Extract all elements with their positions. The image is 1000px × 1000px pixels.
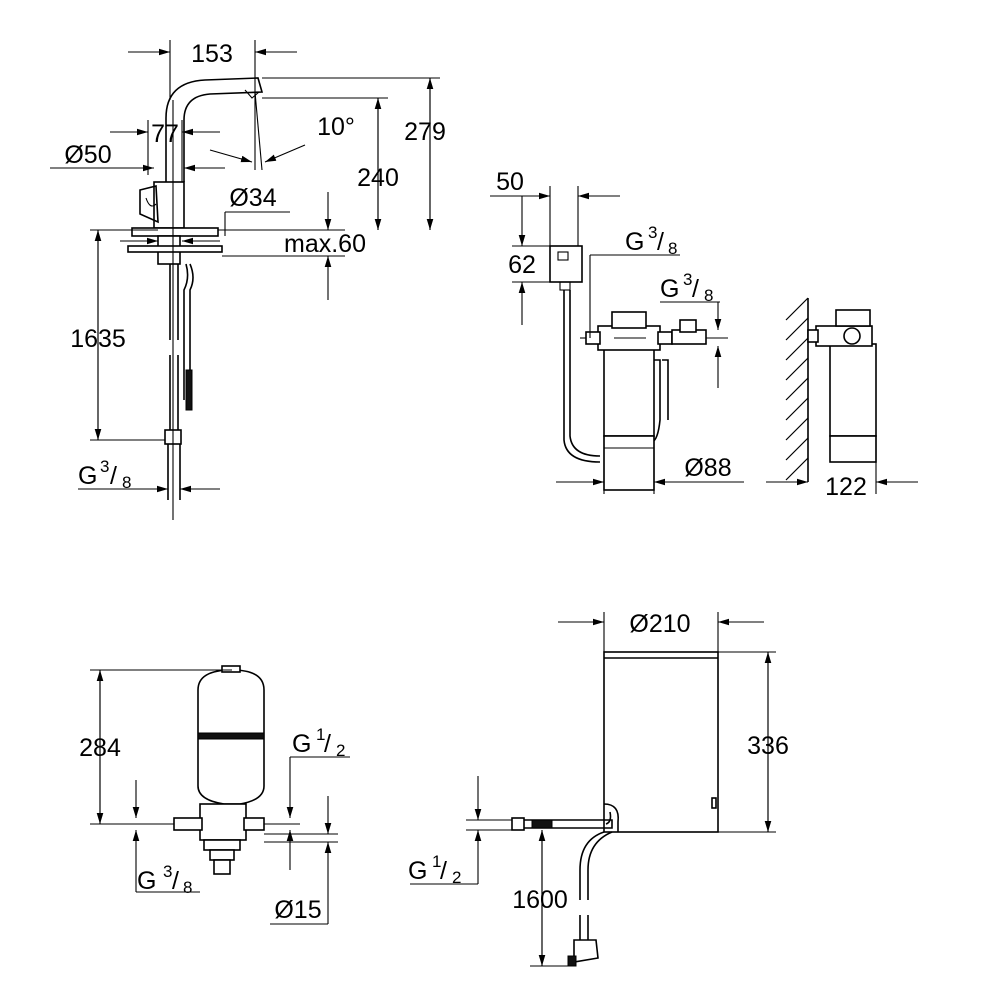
svg-text:/: / [657,228,664,256]
dim-336: 336 [747,732,789,760]
dim-dia-15: Ø15 [274,896,321,924]
svg-text:8: 8 [122,473,131,492]
svg-text:3: 3 [683,270,692,289]
svg-text:G: G [137,867,156,895]
svg-text:2: 2 [336,741,345,760]
dim-122: 122 [825,473,867,501]
dim-1600: 1600 [512,886,568,914]
dim-dia-210: Ø210 [629,610,690,638]
thread-label-g38-2: G 3 / 8 [660,270,713,305]
svg-text:G: G [292,730,311,758]
svg-text:G: G [408,857,427,885]
dim-angle-10: 10° [317,113,355,141]
svg-text:2: 2 [452,868,461,887]
faucet-lever [139,184,159,224]
thread-label-g38-tank: G 3 / 8 [137,862,192,897]
svg-text:G: G [625,228,644,256]
control-box [549,245,583,283]
dim-max-60: max.60 [284,230,366,258]
svg-text:8: 8 [704,286,713,305]
thread-label-g38: G 3 / 8 [78,457,131,492]
svg-text:8: 8 [183,878,192,897]
dim-dia-50: Ø50 [64,141,111,169]
dim-153: 153 [191,40,233,68]
dim-279: 279 [404,118,446,146]
svg-text:/: / [692,275,699,303]
svg-text:1: 1 [316,725,325,744]
dim-284: 284 [79,734,121,762]
filter-view: 50 62 G 3 / 8 G 3 / 8 Ø88 [490,168,918,501]
svg-text:G: G [78,462,97,490]
tank-view: 284 G 1 / 2 G 3 / 8 Ø15 [79,665,350,925]
thread-label-g12-top: G 1 / 2 [292,725,345,760]
faucet-view: 153 279 240 77 Ø50 10° Ø34 [50,40,446,520]
thread-label-g38-1: G 3 / 8 [625,223,677,258]
thread-label-g12-boiler: G 1 / 2 [408,852,461,887]
dim-dia-34: Ø34 [229,184,276,212]
svg-text:/: / [110,462,117,490]
svg-text:3: 3 [648,223,657,242]
svg-text:3: 3 [100,457,109,476]
dim-62: 62 [508,251,536,279]
filter-cartridge [603,343,655,437]
svg-text:8: 8 [668,239,677,258]
svg-text:/: / [172,867,179,895]
boiler-view: Ø210 336 G 1 / 2 1600 [408,610,789,967]
faucet-hose [169,263,194,400]
faucet-spout [165,77,264,182]
dim-dia-88: Ø88 [684,454,731,482]
boiler-body [603,651,719,833]
svg-text:3: 3 [163,862,172,881]
svg-text:/: / [324,730,331,758]
dim-77: 77 [151,120,179,148]
dim-50: 50 [496,168,524,196]
svg-text:/: / [440,857,447,885]
svg-text:1: 1 [432,852,441,871]
wall-hatching [785,297,809,481]
dim-1635: 1635 [70,325,126,353]
dim-240: 240 [357,164,399,192]
svg-text:G: G [660,275,679,303]
